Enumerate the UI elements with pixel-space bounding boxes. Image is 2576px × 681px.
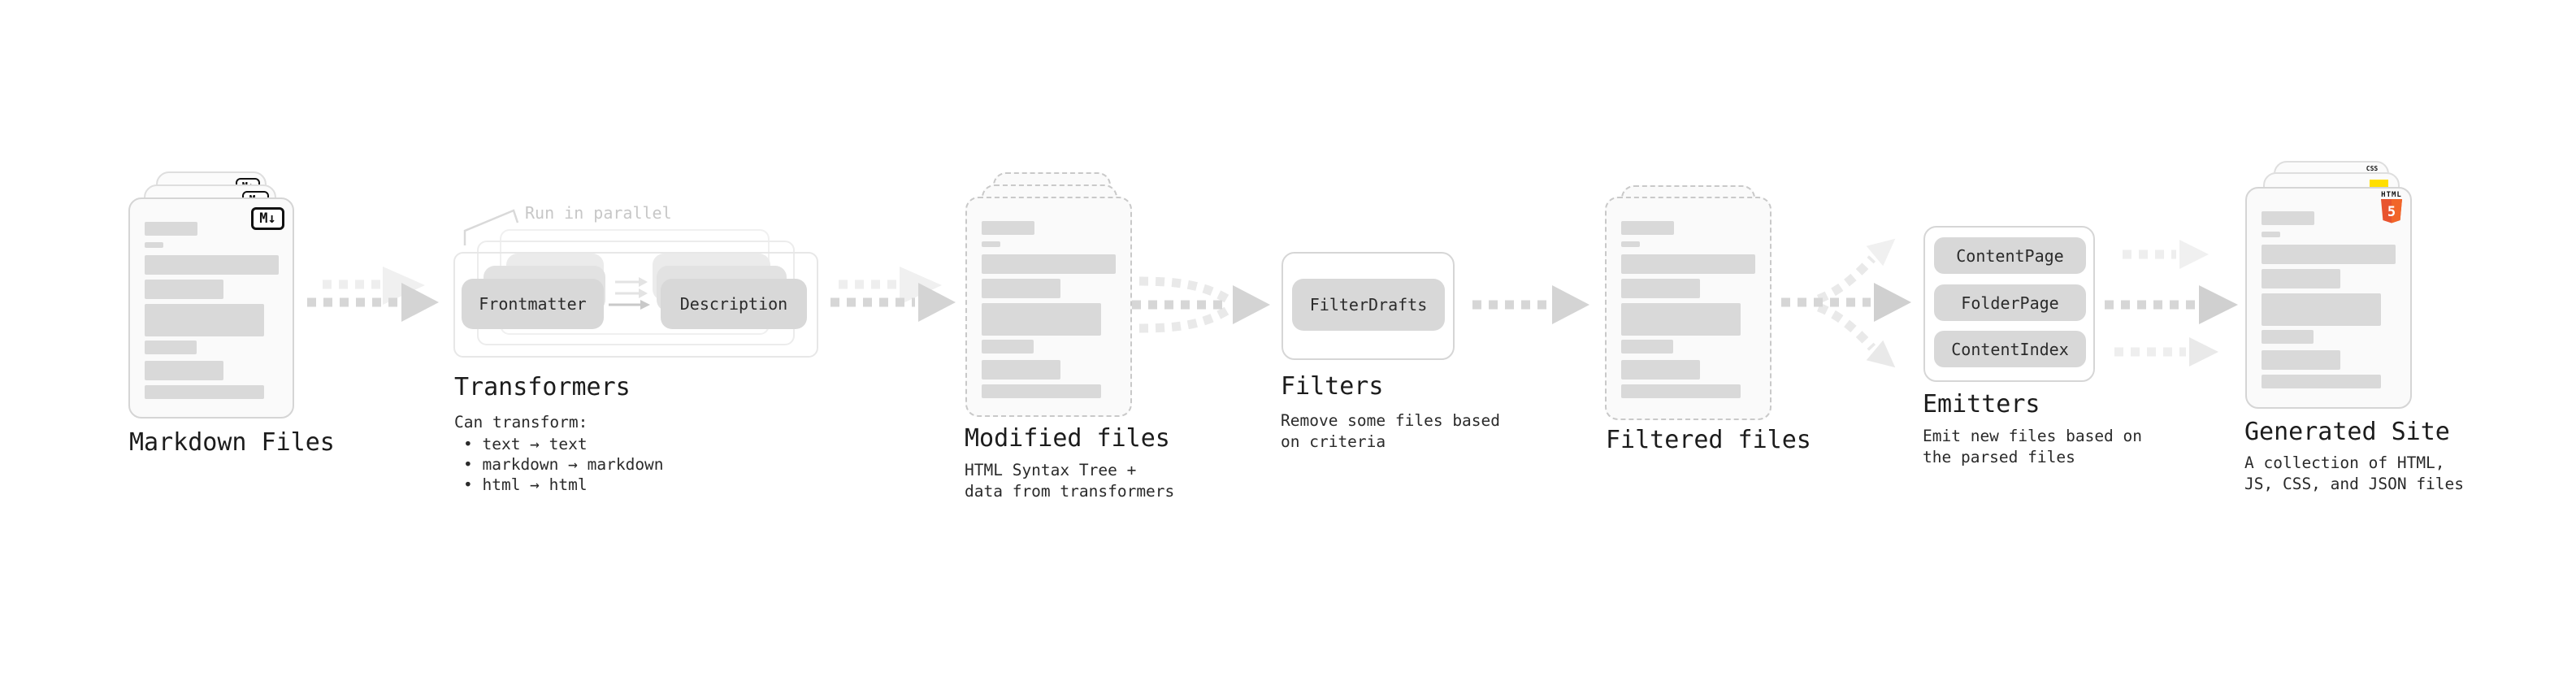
arrow-transformers-to-modified: [830, 267, 956, 322]
generated-html-card: HTML 5: [2245, 187, 2412, 409]
transformers-description-title: Can transform:: [454, 413, 588, 432]
skeleton-line: [2262, 375, 2381, 388]
description-line: Emit new files based on: [1923, 427, 2143, 445]
description-line: on criteria: [1281, 432, 1386, 451]
markdown-icon: M↓: [251, 207, 284, 230]
description-line: the parsed files: [1923, 448, 2075, 466]
skeleton-line: [982, 241, 1000, 247]
skeleton-line: [982, 221, 1034, 235]
skeleton-line: [1621, 340, 1673, 354]
modified-file-card: [965, 197, 1132, 417]
skeleton-line: [145, 222, 197, 236]
modified-files-description: HTML Syntax Tree + data from transformer…: [965, 460, 1174, 502]
arrow-filtered-to-emitters-split: [1781, 238, 1911, 368]
description-node: Description: [661, 279, 807, 329]
skeleton-line: [2262, 245, 2396, 264]
filters-label: Filters: [1281, 372, 1384, 401]
description-line: A collection of HTML,: [2244, 453, 2445, 472]
skeleton-line: [982, 279, 1060, 298]
skeleton-line: [145, 304, 264, 336]
skeleton-line: [2262, 293, 2381, 326]
skeleton-line: [982, 360, 1060, 380]
skeleton-line: [1621, 360, 1700, 380]
generated-site-description: A collection of HTML, JS, CSS, and JSON …: [2244, 453, 2464, 495]
description-line: data from transformers: [965, 482, 1175, 501]
filterdrafts-node: FilterDrafts: [1292, 279, 1445, 331]
frontmatter-node: Frontmatter: [462, 279, 604, 329]
skeleton-line: [1621, 254, 1755, 274]
skeleton-line: [145, 280, 223, 299]
markdown-file-card: M↓: [128, 197, 294, 419]
skeleton-line: [1621, 384, 1741, 398]
skeleton-line: [2262, 211, 2314, 225]
html5-icon: HTML 5: [2379, 192, 2405, 227]
css-icon-text: CSS: [2366, 165, 2379, 172]
modified-files-label: Modified files: [965, 424, 1170, 453]
emitters-label: Emitters: [1923, 390, 2040, 419]
skeleton-line: [145, 242, 163, 248]
skeleton-line: [982, 340, 1034, 354]
skeleton-line: [982, 254, 1116, 274]
skeleton-line: [1621, 303, 1741, 336]
arrow-emitters-to-generated: [2105, 240, 2238, 367]
description-line: Remove some files based: [1281, 411, 1501, 430]
arrow-markdown-to-transformers: [307, 267, 439, 322]
skeleton-line: [982, 303, 1101, 336]
description-line: HTML Syntax Tree +: [965, 461, 1137, 479]
html5-shield: 5: [2381, 199, 2402, 223]
skeleton-line: [145, 361, 223, 380]
filtered-file-card: [1605, 197, 1772, 420]
transformer-pipeline-box-front: [453, 252, 818, 358]
contentpage-node: ContentPage: [1934, 237, 2086, 274]
arrow-filters-to-filtered: [1472, 285, 1589, 324]
transformers-bullet: • markdown → markdown: [463, 455, 664, 474]
skeleton-line: [145, 255, 279, 275]
skeleton-line: [145, 340, 197, 354]
transformers-bullet: • text → text: [463, 435, 588, 453]
filters-description: Remove some files based on criteria: [1281, 410, 1500, 453]
run-in-parallel-note: Run in parallel: [525, 203, 672, 223]
skeleton-line: [2262, 269, 2340, 288]
skeleton-line: [2262, 350, 2340, 370]
skeleton-line: [1621, 241, 1640, 247]
skeleton-line: [2262, 330, 2314, 344]
html5-icon-title: HTML: [2381, 191, 2402, 199]
transformers-label: Transformers: [454, 373, 631, 401]
emitters-description: Emit new files based on the parsed files: [1923, 426, 2142, 468]
skeleton-line: [145, 385, 264, 399]
contentindex-node: ContentIndex: [1934, 331, 2086, 367]
skeleton-line: [1621, 221, 1674, 235]
svg-text:5: 5: [2387, 204, 2396, 220]
skeleton-line: [2262, 232, 2280, 237]
markdown-files-label: Markdown Files: [129, 428, 335, 457]
skeleton-line: [1621, 279, 1700, 298]
folderpage-node: FolderPage: [1934, 284, 2086, 321]
generated-site-label: Generated Site: [2244, 418, 2450, 446]
arrow-modified-to-filters-merge: [1132, 276, 1270, 333]
transformers-bullet: • html → html: [463, 475, 588, 494]
description-line: JS, CSS, and JSON files: [2244, 475, 2465, 493]
filtered-files-label: Filtered files: [1606, 426, 1811, 454]
skeleton-line: [982, 384, 1101, 398]
